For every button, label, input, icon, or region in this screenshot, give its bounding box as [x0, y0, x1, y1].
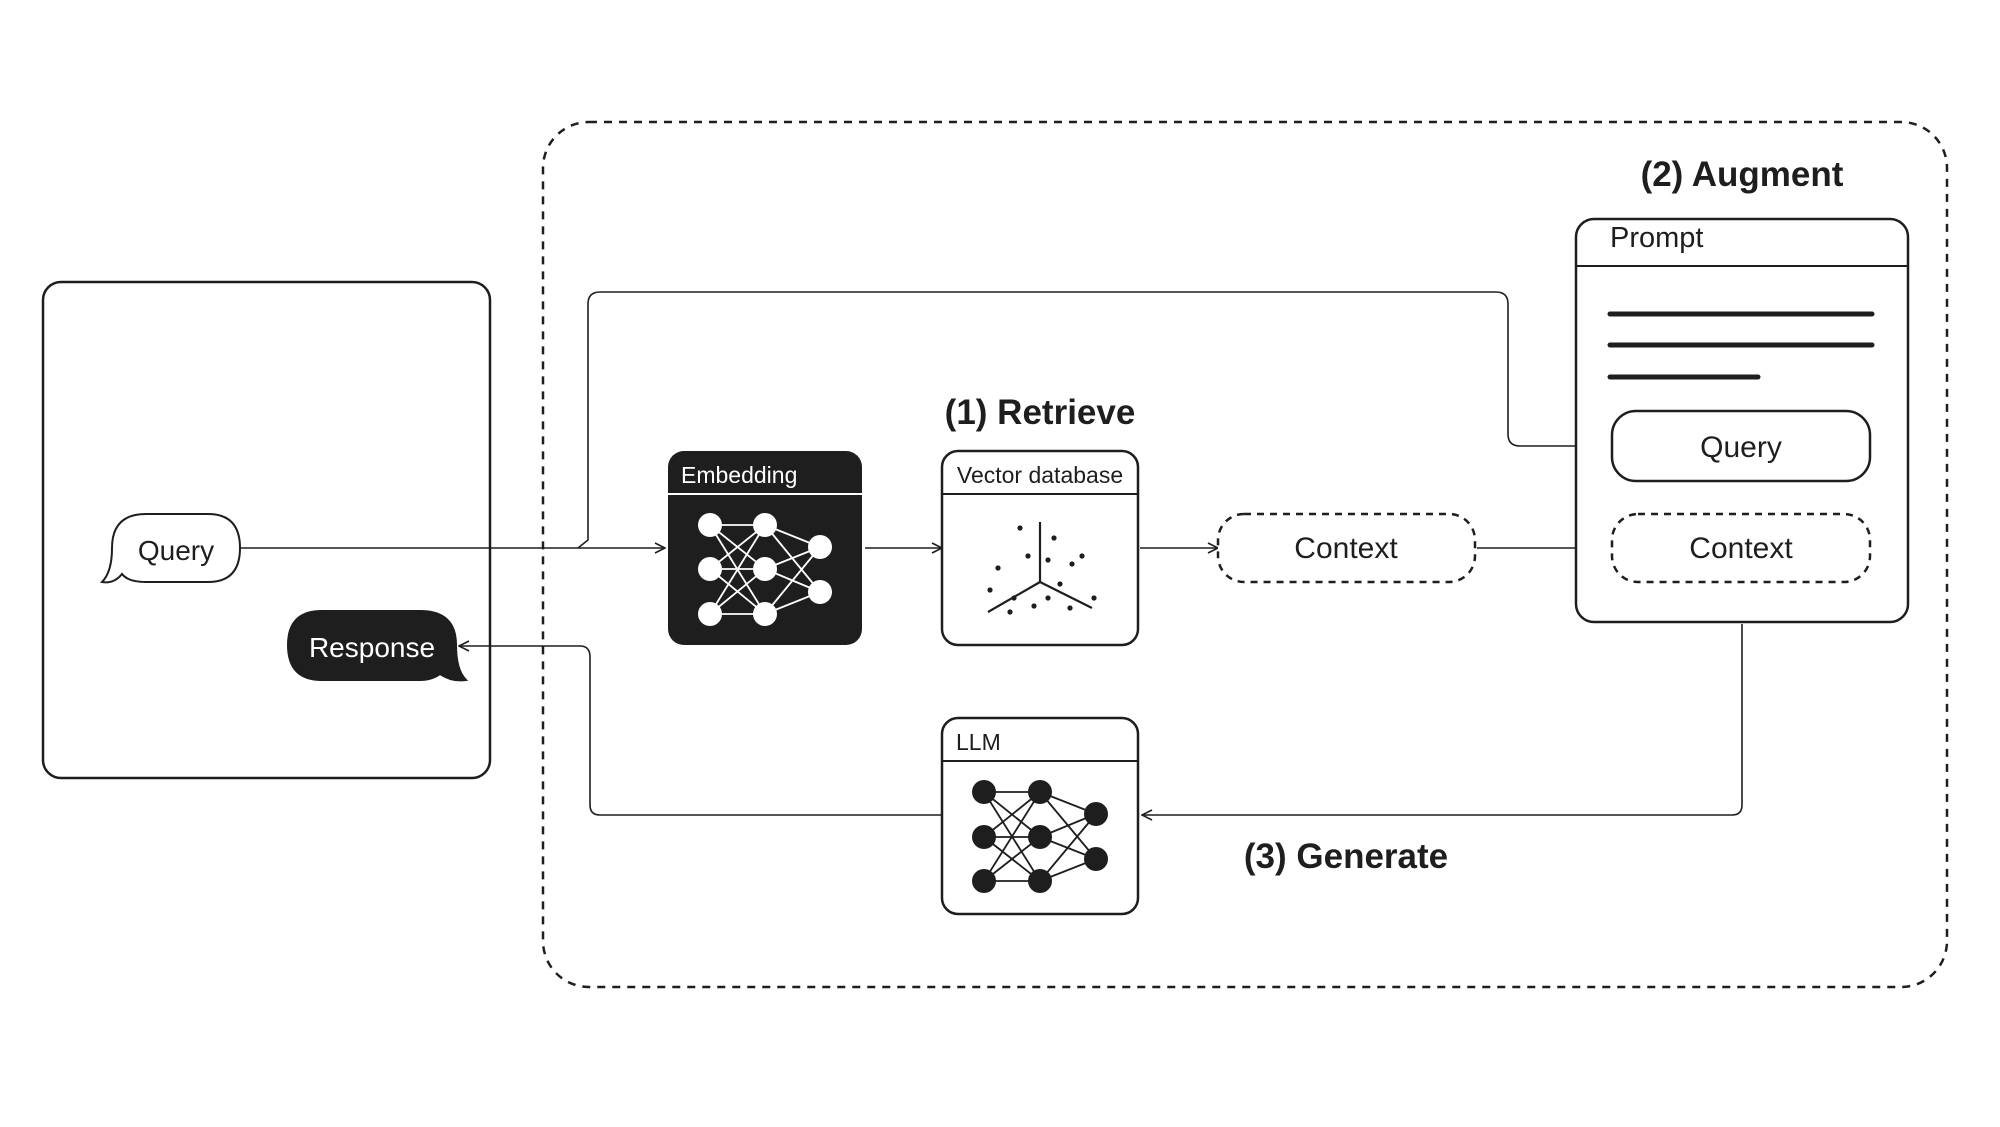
client-panel: [41, 280, 492, 780]
rag-system-boundary: [541, 120, 1949, 989]
llm-component: LLM: [940, 716, 1140, 916]
prompt-context-label: Context: [1689, 532, 1793, 565]
retrieve-step-label: (1) Retrieve: [945, 393, 1136, 432]
llm-title: LLM: [956, 729, 1001, 755]
retrieved-context-box: Context: [1216, 512, 1477, 584]
query-to-prompt-arrow: [577, 291, 1610, 549]
prompt-context-box: [1610, 512, 1872, 584]
neural-network-icon: [698, 513, 832, 626]
vector-database-title: Vector database: [957, 462, 1123, 488]
scatter-3d-icon: [987, 522, 1097, 615]
prompt-query-box: [1610, 409, 1872, 483]
prompt-panel: Prompt Query Context: [1574, 217, 1910, 624]
retrieved-context-label: Context: [1294, 532, 1398, 565]
response-bubble-label: Response: [309, 632, 435, 663]
query-bubble-label: Query: [138, 535, 214, 566]
embedding-title: Embedding: [681, 462, 797, 488]
llm-to-response-arrow: [459, 646, 942, 816]
prompt-query-label: Query: [1700, 431, 1782, 464]
generate-step-label: (3) Generate: [1244, 837, 1448, 876]
prompt-to-llm-arrow: [1142, 624, 1743, 815]
prompt-title: Prompt: [1610, 222, 1703, 254]
neural-network-icon: [972, 780, 1108, 893]
query-bubble: Query: [99, 513, 242, 584]
response-bubble: Response: [286, 610, 469, 682]
augment-step-label: (2) Augment: [1641, 155, 1844, 194]
prompt-text-lines: [1607, 311, 1875, 380]
embedding-component: Embedding: [668, 451, 862, 645]
vector-database-component: Vector database: [940, 449, 1140, 647]
